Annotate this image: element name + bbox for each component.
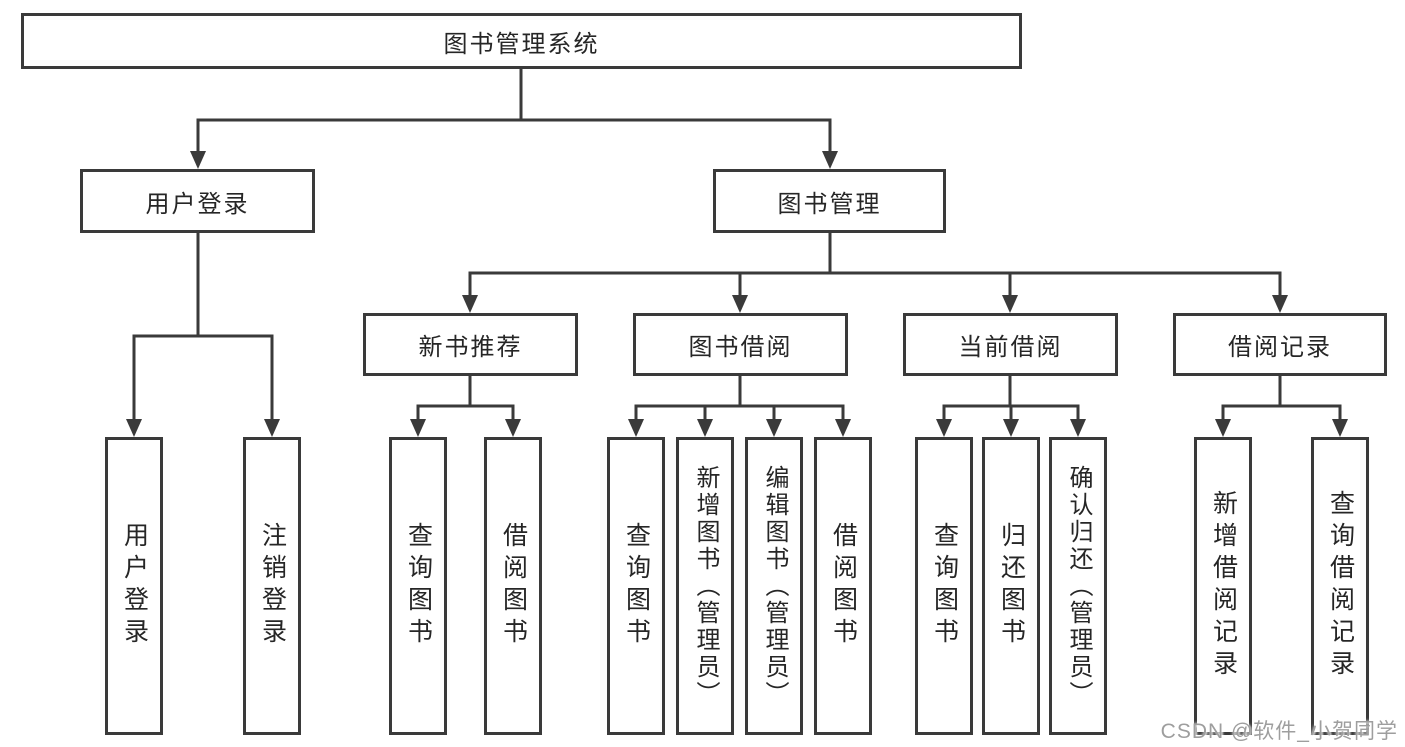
node-current-borrow: 当前借阅 xyxy=(903,313,1118,376)
node-book-borrow: 图书借阅 xyxy=(633,313,848,376)
node-label: 借阅记录 xyxy=(1228,334,1332,361)
node-label: 归还图书 xyxy=(997,522,1026,650)
connector-borrow-to-leaves xyxy=(628,376,851,437)
node-label: 用户登录 xyxy=(145,190,250,218)
node-label: 查询图书 xyxy=(930,522,959,650)
connector-book-mgmt-to-level3 xyxy=(462,233,1288,313)
node-label: 借阅图书 xyxy=(829,522,858,650)
node-label: 编辑图书（管理员） xyxy=(761,464,788,708)
leaf-return-book: 归还图书 xyxy=(982,437,1040,735)
node-library-management-system: 图书管理系统 xyxy=(21,13,1022,69)
node-label: 新书推荐 xyxy=(418,334,523,361)
node-label: 注销登录 xyxy=(258,522,287,650)
connector-root-to-level2 xyxy=(190,69,838,169)
node-borrow-records: 借阅记录 xyxy=(1173,313,1387,376)
leaf-add-borrow-record: 新增借阅记录 xyxy=(1194,437,1252,735)
node-label: 图书借阅 xyxy=(688,334,793,361)
leaf-query-books: 查询图书 xyxy=(607,437,665,735)
leaf-borrow-books: 借阅图书 xyxy=(814,437,872,735)
connector-recommend-to-leaves xyxy=(410,376,521,437)
node-label: 图书管理 xyxy=(777,190,882,218)
node-label: 新增借阅记录 xyxy=(1209,490,1238,682)
node-label: 查询借阅记录 xyxy=(1326,490,1355,682)
node-label: 借阅图书 xyxy=(499,522,528,650)
node-book-management: 图书管理 xyxy=(713,169,946,233)
leaf-query-borrow-record: 查询借阅记录 xyxy=(1311,437,1369,735)
connector-records-to-leaves xyxy=(1215,376,1348,437)
node-label: 图书管理系统 xyxy=(443,30,600,58)
connector-current-to-leaves xyxy=(936,376,1086,437)
node-label: 新增图书（管理员） xyxy=(692,464,719,708)
leaf-query-books: 查询图书 xyxy=(915,437,973,735)
leaf-edit-book-admin: 编辑图书（管理员） xyxy=(745,437,803,735)
node-user-login: 用户登录 xyxy=(80,169,315,233)
leaf-confirm-return-admin: 确认归还（管理员） xyxy=(1049,437,1107,735)
connector-user-login-to-leaves xyxy=(126,233,280,437)
node-new-book-recommend: 新书推荐 xyxy=(363,313,578,376)
leaf-user-login: 用户登录 xyxy=(105,437,163,735)
leaf-borrow-books: 借阅图书 xyxy=(484,437,542,735)
leaf-add-book-admin: 新增图书（管理员） xyxy=(676,437,734,735)
node-label: 查询图书 xyxy=(404,522,433,650)
node-label: 查询图书 xyxy=(622,522,651,650)
leaf-logout: 注销登录 xyxy=(243,437,301,735)
leaf-query-books: 查询图书 xyxy=(389,437,447,735)
node-label: 当前借阅 xyxy=(958,334,1063,361)
node-label: 确认归还（管理员） xyxy=(1065,464,1092,708)
node-label: 用户登录 xyxy=(120,522,149,650)
csdn-watermark: CSDN @软件_小贺同学 xyxy=(1160,720,1398,743)
